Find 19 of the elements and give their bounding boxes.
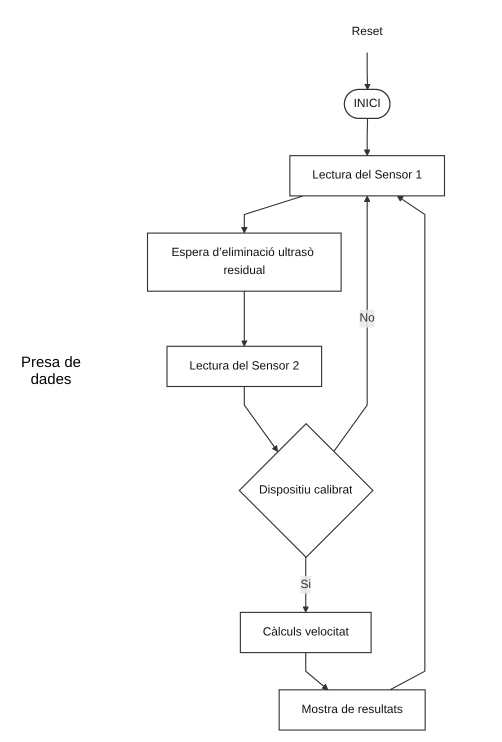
arrow <box>333 196 370 452</box>
node-box: Espera d’eliminació ultrasò residual <box>146 232 342 292</box>
arrow <box>302 557 310 613</box>
node-text: Reset <box>352 25 383 38</box>
node-box: Lectura del Sensor 2 <box>166 346 322 388</box>
arrow <box>390 196 426 690</box>
arrow <box>241 291 248 347</box>
arrow <box>364 118 370 156</box>
node-box: Càlculs velocitat <box>240 612 372 654</box>
group-label: Presa de dades <box>20 354 82 388</box>
arrow <box>244 386 278 452</box>
arrow <box>364 52 371 90</box>
edge-label: No <box>360 312 375 325</box>
edge-label: Si <box>300 578 312 591</box>
node-diamond: Dispositiu calibrat <box>238 422 374 558</box>
arrow <box>305 652 328 690</box>
node-box: Mostra de resultats <box>278 689 426 731</box>
node-box: Lectura del Sensor 1 <box>289 155 446 196</box>
arrow <box>241 195 304 234</box>
